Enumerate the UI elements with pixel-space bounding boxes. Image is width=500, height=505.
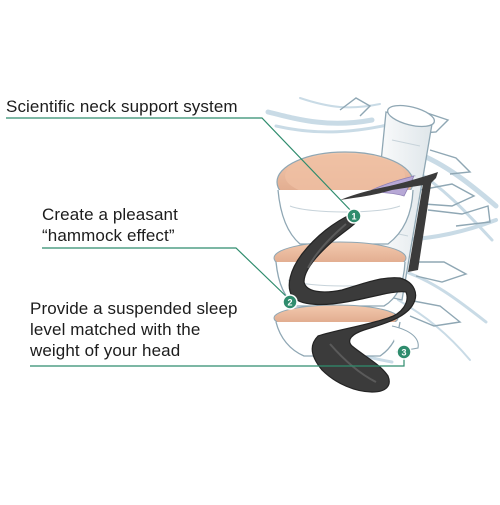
callout-2-line-1: Create a pleasant [42,205,178,224]
callout-label-3: Provide a suspended sleep level matched … [30,298,238,361]
callout-3-line-1: Provide a suspended sleep [30,299,238,318]
marker-3-number: 3 [401,348,406,358]
callout-3-line-3: weight of your head [30,341,181,360]
callout-line-1 [6,117,355,215]
callout-3-line-2: level matched with the [30,320,201,339]
vertebra-top [276,151,415,245]
callout-label-2: Create a pleasant “hammock effect” [42,204,178,246]
marker-3: 3 [396,344,412,360]
marker-2-number: 2 [287,298,292,308]
marker-1-number: 1 [351,212,356,222]
callout-label-1: Scientific neck support system [6,96,238,117]
callout-2-line-2: “hammock effect” [42,226,175,245]
marker-2: 2 [282,294,298,310]
callout-line-2 [42,247,291,301]
marker-1: 1 [346,208,362,224]
callout-1-line-1: Scientific neck support system [6,97,238,116]
